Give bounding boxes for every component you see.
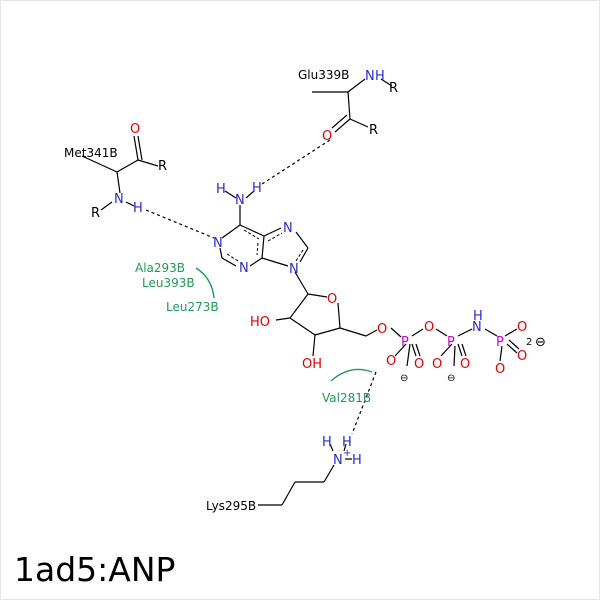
hydroxyl-label: OH <box>302 357 322 372</box>
atom-oxygen: O <box>460 357 470 372</box>
atom-phosphorus: P <box>401 335 409 350</box>
atom-hydrogen: H <box>133 201 143 216</box>
atom-oxygen: O <box>495 362 505 377</box>
residue-label: Glu339B <box>298 68 349 82</box>
hydrophobic-residue-label: Leu393B <box>142 276 195 290</box>
hydrophobic-residue-label: Ala293B <box>135 261 185 275</box>
atom-oxygen: O <box>327 292 337 307</box>
atom-nitrogen: N <box>289 262 299 277</box>
atom-labels: Glu339B N H R O R Met341B O R N R H H N … <box>64 68 546 513</box>
atom-hydrogen: H <box>252 181 262 196</box>
charge-plus: + <box>343 448 351 459</box>
atom-nitrogen: N <box>472 320 482 335</box>
charge-minus: ⊖ <box>400 373 408 384</box>
hydrophobic-residue-label: Val281B <box>322 391 371 405</box>
hydroxyl-label: HO <box>250 315 270 330</box>
atom-oxygen: O <box>432 357 442 372</box>
atom-hydrogen: H <box>375 69 385 84</box>
atom-oxygen: O <box>322 129 332 144</box>
diagram-title: 1ad5:ANP <box>14 550 176 589</box>
atom-oxygen: O <box>130 122 140 137</box>
aromatic-dashes <box>226 229 304 262</box>
atom-oxygen: O <box>517 320 527 335</box>
atom-hydrogen: H <box>216 182 226 197</box>
atom-nitrogen: N <box>239 261 249 276</box>
atom-r: R <box>158 159 167 174</box>
atom-phosphorus: P <box>447 335 455 350</box>
atom-r: R <box>369 123 378 138</box>
atom-nitrogen: N <box>114 192 124 207</box>
atom-oxygen: O <box>424 320 434 335</box>
atom-oxygen: O <box>386 354 396 369</box>
residue-label: Met341B <box>64 146 118 160</box>
atom-hydrogen: H <box>322 435 332 450</box>
atom-r: R <box>91 206 100 221</box>
atom-phosphorus: P <box>496 335 504 350</box>
atom-nitrogen: N <box>365 69 375 84</box>
atom-nitrogen: N <box>333 453 343 468</box>
molecule-bonds <box>81 78 520 506</box>
atom-nitrogen: N <box>213 236 223 251</box>
atom-hydrogen: H <box>342 435 352 450</box>
atom-hydrogen: H <box>352 453 362 468</box>
atom-oxygen: O <box>377 322 387 337</box>
hydrogen-bonds <box>145 139 377 435</box>
atom-hydrogen: H <box>473 309 483 324</box>
residue-label: Lys295B <box>206 499 256 513</box>
atom-oxygen: O <box>414 357 424 372</box>
atom-oxygen: O <box>517 349 527 364</box>
charge-count: 2 <box>526 337 532 348</box>
charge-minus: ⊖ <box>535 335 546 350</box>
atom-nitrogen: N <box>235 193 245 208</box>
charge-minus: ⊖ <box>447 373 455 384</box>
hydrophobic-residue-label: Leu273B <box>166 300 219 314</box>
atom-nitrogen: N <box>283 221 293 236</box>
atom-r: R <box>389 81 398 96</box>
hydrophobic-contacts <box>195 267 373 382</box>
